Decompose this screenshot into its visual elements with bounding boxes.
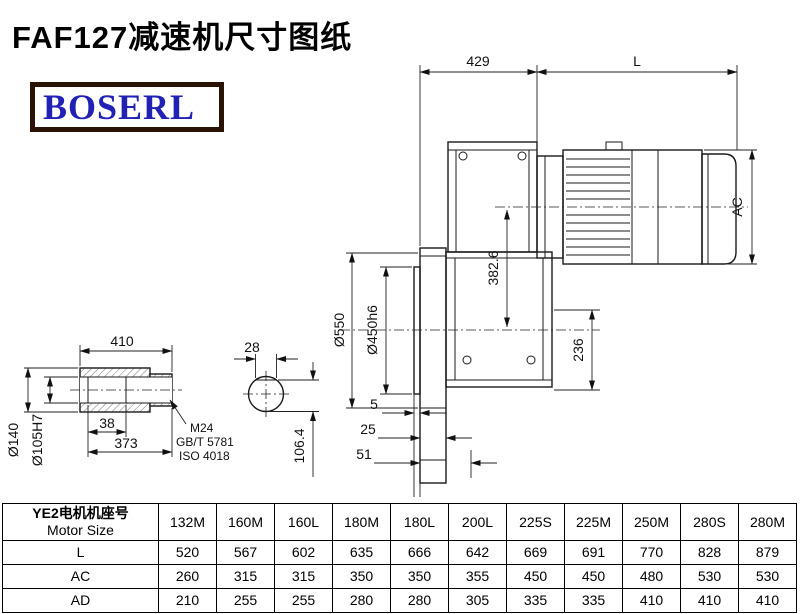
dimension-value: 315 xyxy=(216,564,275,589)
row-label: AD xyxy=(2,588,159,613)
dimension-value: 335 xyxy=(506,588,565,613)
dimension-value: 260 xyxy=(158,564,217,589)
column-header: 160L xyxy=(274,503,333,541)
dim-spigot-label: Ø450h6 xyxy=(364,305,380,355)
dim-429-label: 429 xyxy=(466,53,490,69)
dimension-value: 280 xyxy=(332,588,391,613)
column-header: 225S xyxy=(506,503,565,541)
dim-L-label: L xyxy=(633,53,641,69)
dim-AC-label: AC xyxy=(729,197,745,216)
dim-25-label: 25 xyxy=(360,421,376,437)
column-header: 200L xyxy=(448,503,507,541)
column-header: 280S xyxy=(680,503,739,541)
column-header: 250M xyxy=(622,503,681,541)
dimension-value: 635 xyxy=(332,540,391,565)
dimension-value: 255 xyxy=(216,588,275,613)
row-label: L xyxy=(2,540,159,565)
thread-spec-label: M24 xyxy=(190,421,214,435)
row-label: AC xyxy=(2,564,159,589)
dim-51-label: 51 xyxy=(356,446,372,462)
dim-shaft-od-label: Ø140 xyxy=(5,423,21,457)
brand-logo: BOSERL xyxy=(30,82,224,132)
dim-bore-label: Ø105H7 xyxy=(29,414,45,466)
dimension-value: 355 xyxy=(448,564,507,589)
dim-373-label: 373 xyxy=(114,435,138,451)
dimension-value: 666 xyxy=(390,540,449,565)
output-shaft-detail: 410 38 373 Ø140 Ø105H7 M24 GB/T 5781 ISO… xyxy=(5,333,234,466)
dimension-value: 335 xyxy=(564,588,623,613)
shaft-section-detail: 28 106.4 xyxy=(234,339,319,477)
dimension-value: 410 xyxy=(622,588,681,613)
dimension-value: 642 xyxy=(448,540,507,565)
dim-38-label: 38 xyxy=(99,415,115,431)
motor-size-header-en: Motor Size xyxy=(47,522,114,538)
table-header-motor-size: YE2电机机座号 Motor Size xyxy=(2,503,159,541)
dimension-value: 567 xyxy=(216,540,275,565)
dimension-value: 602 xyxy=(274,540,333,565)
dimension-value: 530 xyxy=(680,564,739,589)
column-header: 280M xyxy=(738,503,797,541)
gearbox-housing xyxy=(413,141,553,484)
dim-236-label: 236 xyxy=(570,338,586,362)
dimension-value: 480 xyxy=(622,564,681,589)
column-header: 132M xyxy=(158,503,217,541)
dimension-value: 879 xyxy=(738,540,797,565)
dimension-value: 450 xyxy=(506,564,565,589)
dimension-value: 669 xyxy=(506,540,565,565)
dim-106-label: 106.4 xyxy=(291,428,307,463)
dim-5-label: 5 xyxy=(370,396,378,412)
motor xyxy=(495,141,748,265)
dimension-value: 770 xyxy=(622,540,681,565)
thread-standard1-label: GB/T 5781 xyxy=(176,435,234,449)
dimension-value: 520 xyxy=(158,540,217,565)
dim-410-label: 410 xyxy=(110,333,134,349)
motor-size-header-cn: YE2电机机座号 xyxy=(32,505,129,522)
dimension-value: 828 xyxy=(680,540,739,565)
dimension-value: 305 xyxy=(448,588,507,613)
dimension-value: 350 xyxy=(390,564,449,589)
lifting-eye xyxy=(605,141,623,151)
brand-logo-text: BOSERL xyxy=(43,87,196,127)
dimension-value: 450 xyxy=(564,564,623,589)
dimension-value: 315 xyxy=(274,564,333,589)
dimension-value: 350 xyxy=(332,564,391,589)
dimension-value: 210 xyxy=(158,588,217,613)
dimension-value: 410 xyxy=(680,588,739,613)
dim-382-label: 382.6 xyxy=(485,250,501,285)
page-title: FAF127减速机尺寸图纸 xyxy=(12,20,353,55)
main-dimensions: 429 L AC Ø550 Ø450h6 382.6 236 xyxy=(331,53,757,497)
dim-flange-od-label: Ø550 xyxy=(331,313,347,347)
column-header: 160M xyxy=(216,503,275,541)
column-header: 180M xyxy=(332,503,391,541)
thread-standard2-label: ISO 4018 xyxy=(179,449,230,463)
dim-28-label: 28 xyxy=(244,339,260,355)
dimension-value: 280 xyxy=(390,588,449,613)
dimension-value: 530 xyxy=(738,564,797,589)
column-header: 180L xyxy=(390,503,449,541)
dimension-value: 691 xyxy=(564,540,623,565)
dimension-value: 410 xyxy=(738,588,797,613)
dimension-value: 255 xyxy=(274,588,333,613)
column-header: 225M xyxy=(564,503,623,541)
dimension-drawing: 429 L AC Ø550 Ø450h6 382.6 236 xyxy=(5,53,757,497)
